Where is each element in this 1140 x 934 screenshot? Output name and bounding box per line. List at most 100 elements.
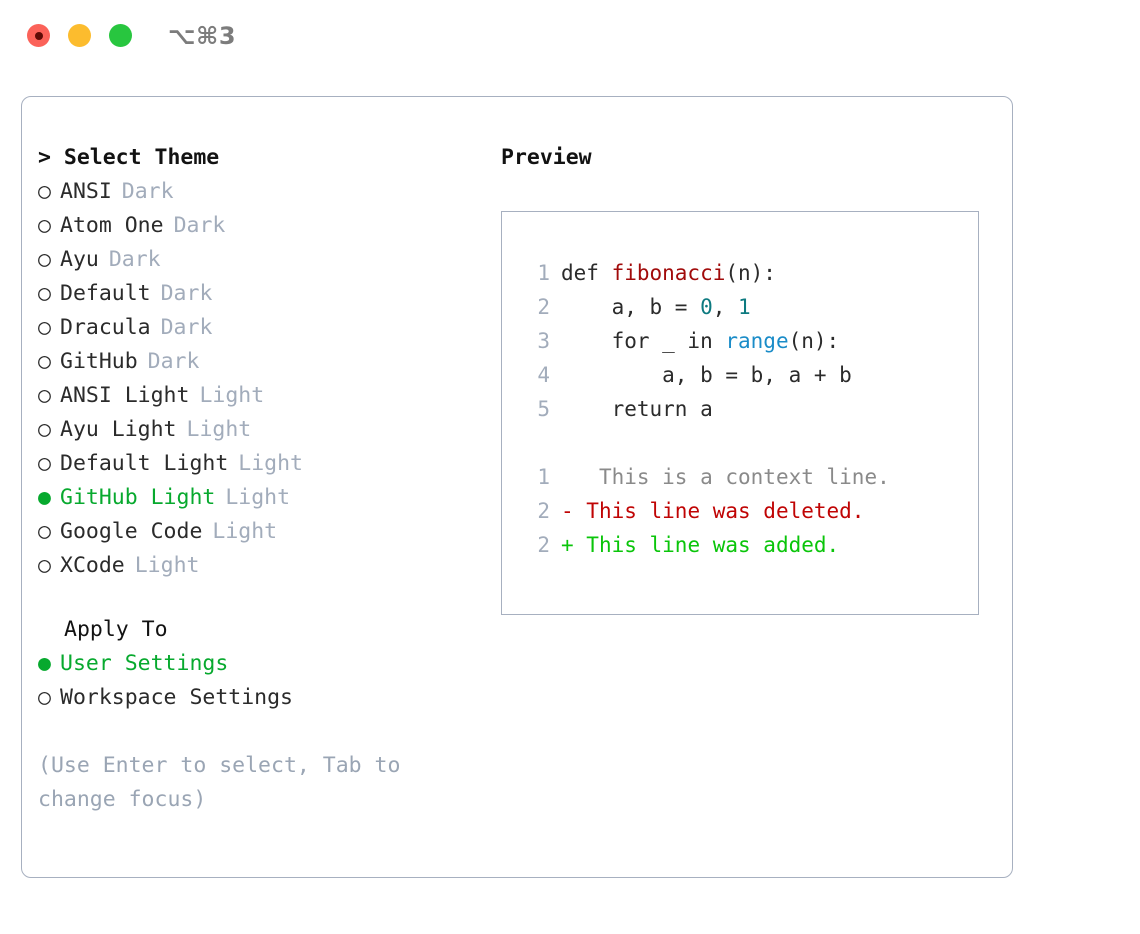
apply-to-heading: Apply To [64,617,168,642]
diff-text: This is a context line. [573,465,890,489]
code-line: 2 a, b = 0, 1 [520,290,978,324]
radio-unselected-icon[interactable]: ○ [38,349,51,374]
radio-unselected-icon[interactable]: ○ [38,179,51,204]
code-token-plain: a, b = [561,295,701,319]
theme-option-default[interactable]: ○ Default Dark [38,277,478,311]
theme-variant-label: Light [186,417,252,442]
theme-option-ansi[interactable]: ○ ANSI Dark [38,175,478,209]
code-line: 1 def fibonacci(n): [520,256,978,290]
radio-unselected-icon[interactable]: ○ [38,383,51,408]
diff-sample: 1 This is a context line.2- This line wa… [520,460,978,562]
code-token-plain: for _ in [561,329,726,353]
select-theme-heading: > Select Theme [38,145,220,170]
theme-variant-label: Dark [160,281,213,306]
code-token-plain: (n): [725,261,776,285]
code-token-num: 1 [738,295,751,319]
theme-variant-label: Light [238,451,304,476]
diff-marker: + [561,533,574,557]
apply-to-section: Apply To ● User Settings ○ Workspace Settin… [38,613,478,715]
code-token-plain: def [561,261,612,285]
radio-unselected-icon[interactable]: ○ [38,247,51,272]
diff-marker: - [561,499,574,523]
code-token-num: 0 [700,295,713,319]
radio-unselected-icon[interactable]: ○ [38,417,51,442]
theme-option-github[interactable]: ○ GitHub Dark [38,345,478,379]
line-number: 1 [537,465,550,489]
apply-to-option-workspace-settings[interactable]: ○ Workspace Settings [38,681,478,715]
line-number: 2 [537,533,550,557]
code-token-fn: fibonacci [611,261,726,285]
theme-option-ayu[interactable]: ○ Ayu Dark [38,243,478,277]
line-number: 1 [537,261,550,285]
theme-name-label: Google Code [60,519,203,544]
close-button[interactable] [27,24,50,47]
apply-to-label: Workspace Settings [60,685,293,710]
code-token-plain: a, b = b, a + b [561,363,852,387]
diff-marker [561,460,574,494]
theme-name-label: Ayu Light [60,417,177,442]
code-line: 4 a, b = b, a + b [520,358,978,392]
line-number: 4 [537,363,550,387]
theme-name-label: ANSI Light [60,383,190,408]
code-token-builtin: range [725,329,789,353]
preview-heading: Preview [501,145,592,170]
theme-name-label: Dracula [60,315,151,340]
theme-variant-label: Dark [121,179,174,204]
theme-variant-label: Light [225,485,291,510]
diff-text: This line was deleted. [573,499,865,523]
minimize-button[interactable] [68,24,91,47]
diff-text: This line was added. [573,533,840,557]
theme-option-github-light[interactable]: ● GitHub Light Light [38,481,478,515]
diff-line-del: 2- This line was deleted. [520,494,978,528]
code-token-plain: (n): [788,329,840,353]
theme-option-ayu-light[interactable]: ○ Ayu Light Light [38,413,478,447]
keyboard-hint-text: (Use Enter to select, Tab to change focu… [38,753,414,812]
radio-unselected-icon[interactable]: ○ [38,451,51,476]
diff-line-ctx: 1 This is a context line. [520,460,978,494]
title-bar: ⌥⌘3 [0,0,1140,78]
apply-to-list[interactable]: ● User Settings ○ Workspace Settings [38,647,478,715]
radio-unselected-icon[interactable]: ○ [38,553,51,578]
theme-variant-label: Dark [147,349,200,374]
radio-unselected-icon[interactable]: ○ [38,281,51,306]
code-diff-spacer [520,426,978,460]
radio-unselected-icon[interactable]: ○ [38,685,51,710]
code-token-plain: return a [561,397,713,421]
theme-option-dracula[interactable]: ○ Dracula Dark [38,311,478,345]
theme-variant-label: Light [212,519,278,544]
theme-option-google-code[interactable]: ○ Google Code Light [38,515,478,549]
theme-name-label: GitHub [60,349,138,374]
theme-name-label: ANSI [60,179,112,204]
zoom-button[interactable] [109,24,132,47]
code-line: 5 return a [520,392,978,426]
theme-name-label: Default Light [60,451,229,476]
theme-variant-label: Dark [173,213,226,238]
radio-selected-icon[interactable]: ● [38,485,51,510]
theme-option-default-light[interactable]: ○ Default Light Light [38,447,478,481]
code-line: 3 for _ in range(n): [520,324,978,358]
code-token-plain: , [712,295,739,319]
theme-variant-label: Dark [108,247,161,272]
radio-unselected-icon[interactable]: ○ [38,213,51,238]
radio-unselected-icon[interactable]: ○ [38,315,51,340]
theme-name-label: Ayu [60,247,99,272]
radio-selected-icon[interactable]: ● [38,651,51,676]
radio-unselected-icon[interactable]: ○ [38,519,51,544]
apply-to-label: User Settings [60,651,229,676]
diff-line-add: 2 + This line was added. [520,528,978,562]
window-controls [27,24,132,47]
theme-name-label: Default [60,281,151,306]
theme-name-label: XCode [60,553,125,578]
apply-to-option-user-settings[interactable]: ● User Settings [38,647,478,681]
theme-variant-label: Dark [160,315,213,340]
theme-name-label: GitHub Light [60,485,216,510]
